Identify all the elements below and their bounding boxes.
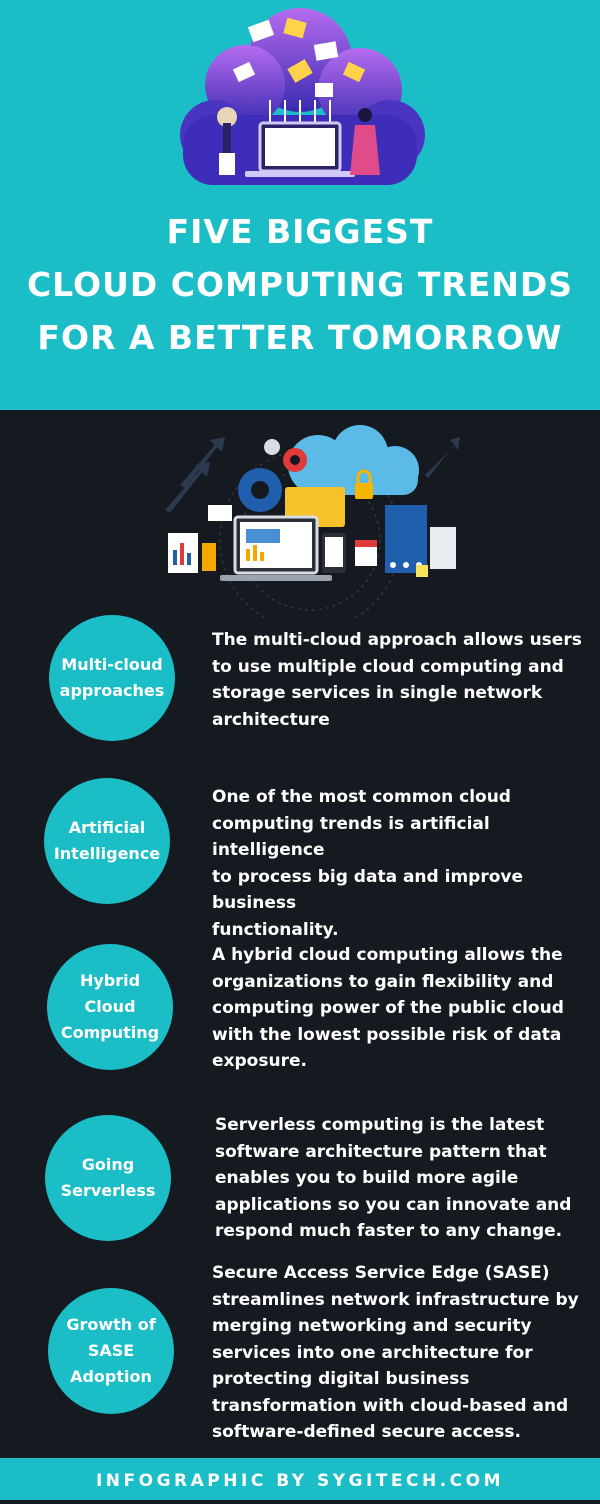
description-line: computing trends is artificial intellige…	[212, 813, 490, 861]
description-line: organizations to gain flexibility and	[212, 971, 554, 992]
description-line: transformation with cloud-based and	[212, 1395, 569, 1416]
trend-label-line: Serverless	[60, 1181, 156, 1200]
trend-label-line: Going	[81, 1155, 135, 1174]
description-line: to process big data and improve business	[212, 866, 524, 914]
trend-description: Secure Access Service Edge (SASE) stream…	[212, 1260, 579, 1446]
trend-label-line: Adoption	[70, 1367, 152, 1386]
trend-description: A hybrid cloud computing allows the orga…	[212, 942, 564, 1075]
trend-label-line: Growth of	[66, 1315, 156, 1334]
description-line: Serverless computing is the latest	[215, 1115, 545, 1135]
description-line: services into one architecture for	[212, 1342, 533, 1363]
trend-label-line: Artificial	[68, 818, 146, 837]
title-line: FIVE BIGGEST	[166, 212, 434, 251]
description-line: streamlines network infrastructure by	[212, 1289, 579, 1310]
trend-label-line: approaches	[59, 681, 165, 700]
description-line: functionality.	[212, 919, 339, 940]
description-line: to use multiple cloud computing and	[212, 656, 564, 677]
cloud-computing-illustration-icon	[180, 8, 425, 185]
trend-label-circle: Growth of SASE Adoption	[48, 1288, 174, 1414]
description-line: architecture	[212, 709, 330, 730]
description-line: with the lowest possible risk of data	[212, 1024, 562, 1045]
description-line: The multi-cloud approach allows users	[212, 630, 582, 650]
footer-credit: INFOGRAPHIC BY SYGITECH.COM	[0, 1458, 600, 1500]
description-line: A hybrid cloud computing allows the	[212, 945, 563, 965]
description-line: enables you to build more agile	[215, 1168, 519, 1188]
title-line: FOR A BETTER TOMORROW	[37, 318, 563, 357]
trend-label-circle: Multi-cloud approaches	[49, 615, 175, 741]
description-line: Secure Access Service Edge (SASE)	[212, 1263, 550, 1283]
description-line: computing power of the public cloud	[212, 998, 564, 1018]
trend-description: One of the most common cloud computing t…	[212, 784, 600, 943]
trend-label-circle: Going Serverless	[45, 1115, 171, 1241]
trend-label-line: Hybrid	[79, 971, 141, 990]
trend-label-line: Cloud	[84, 997, 136, 1016]
description-line: software-defined secure access.	[212, 1422, 521, 1442]
trend-label-line: Intelligence	[53, 844, 161, 863]
description-line: merging networking and security	[212, 1316, 532, 1336]
description-line: storage services in single network	[212, 683, 543, 703]
description-line: software architecture pattern that	[215, 1141, 547, 1162]
trend-description: The multi-cloud approach allows users to…	[212, 627, 582, 733]
description-line: respond much faster to any change.	[215, 1221, 563, 1241]
trend-label-circle: Hybrid Cloud Computing	[47, 944, 173, 1070]
description-line: applications so you can innovate and	[215, 1194, 572, 1215]
description-line: exposure.	[212, 1051, 307, 1071]
trend-label-circle: Artificial Intelligence	[44, 778, 170, 904]
trend-label-line: SASE	[87, 1341, 135, 1360]
trend-label-line: Computing	[60, 1023, 160, 1042]
description-line: One of the most common cloud	[212, 787, 511, 807]
cloud-data-devices-illustration-icon	[165, 425, 460, 620]
trend-label-line: Multi-cloud	[61, 655, 163, 674]
trend-description: Serverless computing is the latest softw…	[215, 1112, 571, 1245]
trends-section	[0, 410, 600, 1458]
page-title: FIVE BIGGEST CLOUD COMPUTING TRENDS FOR …	[0, 205, 600, 364]
description-line: protecting digital business	[212, 1369, 470, 1389]
title-line: CLOUD COMPUTING TRENDS	[26, 265, 574, 304]
